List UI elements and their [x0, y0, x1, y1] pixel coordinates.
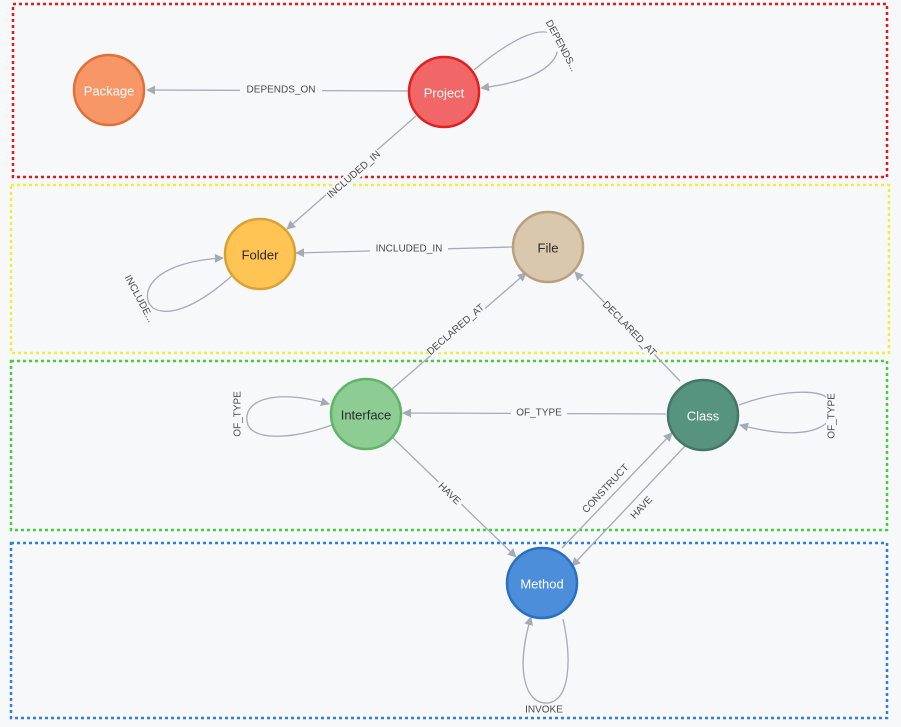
edge-interface-self[interactable] [246, 396, 333, 437]
edge-label-project-folder: INCLUDED_IN [325, 149, 383, 201]
node-interface-circle [329, 377, 403, 451]
node-folder-label: Folder [242, 248, 280, 263]
node-interface-label: Interface [341, 408, 392, 423]
node-file[interactable]: File [511, 210, 585, 284]
node-method[interactable]: Method [505, 546, 579, 620]
node-class-circle [666, 378, 740, 452]
node-project-circle [407, 55, 481, 129]
node-package-label: Package [84, 84, 135, 99]
edge-class-self[interactable] [738, 391, 834, 434]
edge-label-method-self: INVOKE [525, 705, 563, 716]
node-package[interactable]: Package [72, 53, 146, 127]
edge-folder-self[interactable] [146, 253, 236, 312]
layer-box-project [11, 2, 889, 179]
layer-box-types [9, 359, 889, 532]
edge-label-interface-self: OF_TYPE [233, 391, 244, 437]
node-project[interactable]: Project [407, 55, 481, 129]
edge-label-depends-on: DEPENDS_ON [247, 85, 316, 96]
node-project-label: Project [424, 86, 465, 101]
node-file-circle [511, 210, 585, 284]
node-folder[interactable]: Folder [223, 217, 297, 291]
node-file-label: File [538, 241, 559, 256]
node-folder-circle [223, 217, 297, 291]
node-class-label: Class [687, 409, 720, 424]
edge-label-method-class: CONSTRUCT [581, 462, 632, 515]
edge-label-folder-self: INCLUDE... [122, 273, 156, 324]
edge-label-class-interface: OF_TYPE [516, 408, 562, 419]
node-class[interactable]: Class [666, 378, 740, 452]
edge-project-self[interactable] [473, 31, 559, 92]
edge-method-class[interactable] [561, 432, 673, 549]
edge-label-class-self: OF_TYPE [827, 393, 838, 439]
layer-box-files [9, 183, 891, 355]
edge-class-method[interactable] [571, 445, 686, 567]
layer-box-methods [9, 541, 889, 720]
node-package-circle [72, 53, 146, 127]
edge-label-interface-file: DECLARED_AT [425, 302, 487, 358]
edge-label-file-folder: INCLUDED_IN [376, 244, 443, 255]
edge-label-class-file: DECLARED_AT [600, 299, 658, 358]
node-method-circle [505, 546, 579, 620]
edge-method-self[interactable] [522, 616, 569, 704]
node-interface[interactable]: Interface [329, 377, 403, 451]
node-method-label: Method [520, 577, 563, 592]
